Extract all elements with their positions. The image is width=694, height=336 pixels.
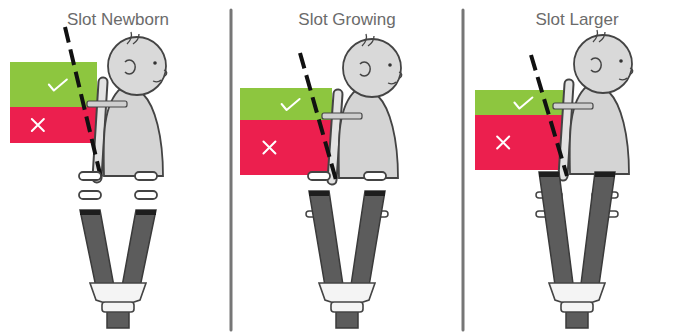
harness-slot <box>308 172 330 180</box>
wrong-zone <box>240 120 332 175</box>
baby-hair <box>127 32 139 44</box>
baby-eye <box>153 61 157 65</box>
baby-head <box>574 35 632 93</box>
harness-illustration <box>306 172 388 328</box>
baby-body <box>339 90 398 178</box>
harness-strap <box>121 210 156 292</box>
strap-end <box>595 172 615 177</box>
buckle-tongue <box>102 302 134 312</box>
harness-strap <box>309 191 344 292</box>
baby-hair <box>593 30 605 42</box>
seat-back-line <box>65 27 101 178</box>
strap-end <box>136 210 156 215</box>
shoulder-strap <box>87 101 127 107</box>
baby-head <box>343 39 401 97</box>
harness-slot <box>135 172 157 180</box>
shoulder-strap <box>322 113 362 119</box>
seat-shell <box>563 84 569 176</box>
panel-illustration <box>240 34 402 180</box>
baby-ear <box>125 60 135 74</box>
strap-end <box>309 191 329 196</box>
baby-face <box>153 70 167 82</box>
baby-hair <box>362 34 374 46</box>
harness-illustration <box>536 172 618 328</box>
correct-zone <box>240 88 332 120</box>
harness-strap <box>350 191 385 292</box>
seat-shell <box>563 84 569 176</box>
baby-body <box>570 86 629 174</box>
check-icon <box>49 80 67 91</box>
harness-strap <box>539 172 574 292</box>
baby-face <box>619 68 633 80</box>
harness-slot <box>135 191 157 199</box>
shoulder-strap <box>553 103 593 109</box>
baby-ear <box>591 58 601 72</box>
buckle-tongue <box>561 302 593 312</box>
harness-strap <box>580 172 615 292</box>
check-icon <box>282 99 300 110</box>
seat-back-line <box>300 53 336 180</box>
buckle-tongue <box>331 302 363 312</box>
strap-end <box>539 172 559 177</box>
panel-illustration <box>475 30 633 176</box>
harness-illustration <box>79 172 157 328</box>
buckle <box>319 283 375 304</box>
buckle <box>549 283 605 304</box>
baby-face <box>388 72 402 84</box>
strap-end <box>365 191 385 196</box>
check-icon <box>514 98 532 109</box>
panel-title: Slot Growing <box>242 10 452 30</box>
harness-strap <box>80 210 115 292</box>
panel-title: Slot Larger <box>472 10 682 30</box>
wrong-zone <box>10 107 97 143</box>
panel-divider <box>230 10 233 330</box>
cross-icon <box>263 142 275 154</box>
harness-slot <box>364 172 386 180</box>
harness-slot <box>79 191 101 199</box>
baby-eye <box>619 59 623 63</box>
buckle <box>90 283 146 304</box>
cross-icon <box>32 119 44 131</box>
panel-title: Slot Newborn <box>13 10 223 30</box>
baby-eye <box>388 63 392 67</box>
seat-back-line <box>531 55 567 176</box>
cross-icon <box>497 137 509 149</box>
baby-head <box>108 37 166 95</box>
panel-illustration <box>10 27 167 178</box>
baby-ear <box>360 62 370 76</box>
harness-slot <box>79 172 101 180</box>
strap-end <box>80 210 100 215</box>
panel-divider <box>462 10 465 330</box>
